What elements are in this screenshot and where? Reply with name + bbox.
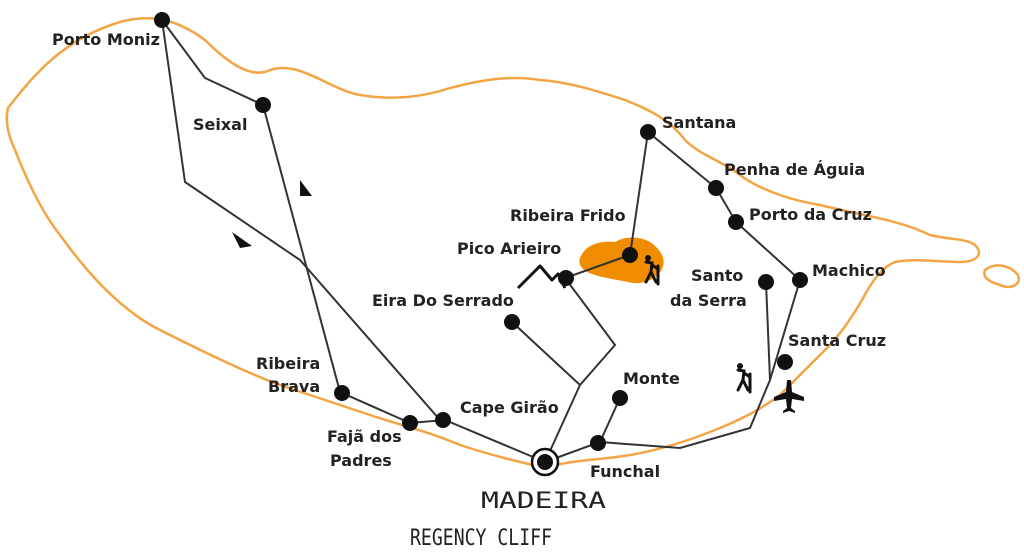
- stop-santa-cruz: [777, 354, 793, 370]
- label-penha-de-aguia: Penha de Águia: [724, 160, 865, 179]
- hiker-icon: [644, 255, 660, 286]
- label-faja-dos-padres-line2: Padres: [330, 451, 392, 470]
- island-coastline: [5, 16, 981, 470]
- label-monte: Monte: [623, 369, 680, 388]
- stop-ribeira-brava: [334, 385, 350, 401]
- direction-arrow-icon: [300, 180, 312, 196]
- stop-penha-de-aguia: [708, 180, 724, 196]
- hiker-icon: [736, 363, 752, 394]
- stop-santana: [640, 124, 656, 140]
- label-santana: Santana: [662, 113, 736, 132]
- label-ribeira-brava-line1: Ribeira: [256, 354, 320, 373]
- hotel-name-line2: REGENCY CLIFF: [410, 526, 552, 551]
- label-pico-arieiro: Pico Arieiro: [457, 239, 561, 258]
- hotel-name-line1: MADEIRA: [481, 489, 606, 514]
- stop-santo-da-serra: [758, 274, 774, 290]
- ribeira-frido-area: [579, 237, 664, 284]
- label-cape-girao: Cape Girão: [460, 398, 559, 417]
- stop-machico: [792, 272, 808, 288]
- label-funchal: Funchal: [590, 462, 660, 481]
- label-porto-da-cruz: Porto da Cruz: [749, 205, 872, 224]
- label-ribeira-brava-line2: Brava: [268, 377, 320, 396]
- hotel-marker-icon: [530, 447, 560, 477]
- stop-cape-girao: [435, 412, 451, 428]
- stop-eira-do-serrado: [504, 314, 520, 330]
- airplane-icon: [774, 380, 804, 413]
- label-porto-moniz: Porto Moniz: [52, 30, 160, 49]
- stop-markers: [154, 12, 808, 451]
- stop-porto-moniz: [154, 12, 170, 28]
- label-santo-da-serra-line2: da Serra: [670, 291, 747, 310]
- stop-funchal: [590, 435, 606, 451]
- label-santa-cruz: Santa Cruz: [788, 331, 886, 350]
- label-seixal: Seixal: [193, 115, 247, 134]
- label-machico: Machico: [812, 261, 886, 280]
- stop-seixal: [255, 97, 271, 113]
- islet-coast: [983, 264, 1021, 289]
- stop-faja-dos-padres: [402, 415, 418, 431]
- label-santo-da-serra-line1: Santo: [691, 266, 743, 285]
- label-eira-do-serrado: Eira Do Serrado: [372, 291, 514, 310]
- label-ribeira-frido: Ribeira Frido: [510, 206, 626, 225]
- stop-monte: [612, 390, 628, 406]
- stop-porto-da-cruz: [728, 214, 744, 230]
- label-faja-dos-padres-line1: Fajã dos: [327, 427, 402, 446]
- stop-ribeira-frido: [622, 247, 638, 263]
- direction-arrow-icon: [232, 232, 252, 248]
- mountain-icon: [516, 264, 567, 290]
